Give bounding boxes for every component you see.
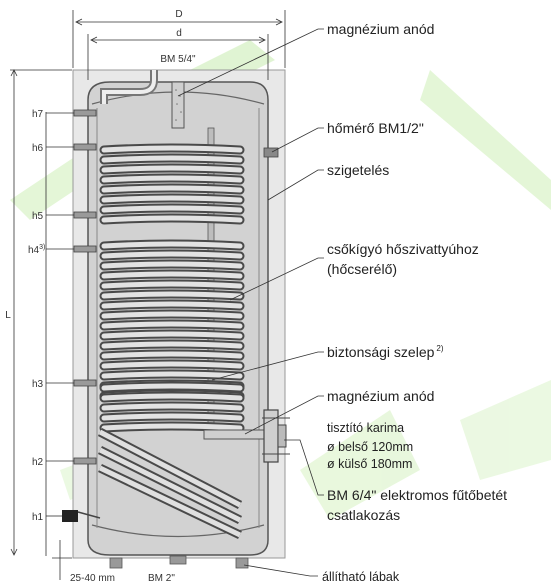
coil-turn-highlight — [101, 393, 243, 401]
coil-turn-highlight — [101, 341, 243, 349]
coil-turn-highlight — [101, 175, 243, 183]
h3-label: h3 — [32, 379, 44, 390]
callout-coil-line1: csőkígyó hőszivattyúhoz — [327, 241, 479, 257]
coil-turn-highlight — [101, 241, 243, 249]
drain-valve — [62, 510, 78, 522]
coil-turn-highlight — [101, 251, 243, 259]
coil-turn-highlight — [101, 205, 243, 213]
coil-turn-highlight — [101, 281, 243, 289]
coil-turn-highlight — [101, 311, 243, 319]
left-connections — [73, 109, 97, 465]
leader-lines — [177, 28, 324, 577]
coil-turn-highlight — [101, 155, 243, 163]
coil-turn-highlight — [101, 301, 243, 309]
callout-feet: állítható lábak — [322, 570, 400, 584]
callout-coil-line2: (hőcserélő) — [327, 261, 397, 277]
bottom-dome — [91, 524, 265, 538]
coil-turn-highlight — [101, 185, 243, 193]
dim-outer-diameter: D — [175, 9, 182, 20]
anode-top — [171, 81, 185, 129]
callout-flange-title: tisztító karima — [327, 421, 404, 435]
h4-superscript: 3) — [39, 244, 45, 251]
callout-insulation: szigetelés — [327, 162, 389, 178]
callout-heater-line2: csatlakozás — [327, 507, 400, 523]
coil-turn-highlight — [101, 271, 243, 279]
cleaning-flange — [262, 409, 290, 463]
anode-bottom — [203, 429, 265, 440]
callout-anode-top: magnézium anód — [327, 21, 434, 37]
dim-inner-diameter: d — [176, 28, 182, 39]
dim-height: L — [5, 310, 11, 321]
h1-label: h1 — [32, 512, 44, 523]
coil-turn-highlight — [101, 361, 243, 369]
coil-turn-highlight — [101, 291, 243, 299]
callout-heater-line1: BM 6/4" elektromos fűtőbetét — [327, 487, 507, 503]
h7-label: h7 — [32, 109, 44, 120]
coil-turn-highlight — [101, 351, 243, 359]
safety-valve-superscript: 2) — [436, 344, 443, 353]
dimension-lines — [10, 10, 286, 580]
adjustable-feet — [109, 555, 249, 569]
callout-flange-inner: ø belső 120mm — [327, 440, 413, 454]
coil-turn-highlight — [101, 413, 243, 421]
coil-turn-highlight — [101, 145, 243, 153]
callout-flange-outer: ø külső 180mm — [327, 457, 412, 471]
coil-turn-highlight — [101, 215, 243, 223]
coil-turn-highlight — [101, 331, 243, 339]
coil-turn-highlight — [101, 423, 243, 431]
top-connection-label: BM 5/4" — [160, 54, 196, 65]
coil-turn-highlight — [101, 321, 243, 329]
height-ticks — [46, 112, 74, 517]
coil-turn-highlight — [101, 165, 243, 173]
coil-turn-highlight — [101, 371, 243, 379]
thermometer-socket — [263, 147, 279, 158]
h5-label: h5 — [32, 211, 44, 222]
heat-exchanger-coil — [99, 143, 245, 433]
h4-label: h43) — [28, 244, 45, 256]
lower-coil — [97, 428, 243, 540]
callout-thermometer: hőmérő BM1/2" — [327, 120, 424, 136]
coil-turn-highlight — [101, 195, 243, 203]
h6-label: h6 — [32, 143, 44, 154]
bottom-connection-label: BM 2" — [148, 573, 175, 584]
coil-turn-highlight — [101, 261, 243, 269]
coil-turn-highlight — [101, 383, 243, 391]
h2-label: h2 — [32, 457, 44, 468]
coil-turn-highlight — [101, 403, 243, 411]
callout-anode-bottom: magnézium anód — [327, 388, 434, 404]
feet-height-label: 25-40 mm — [70, 573, 115, 584]
